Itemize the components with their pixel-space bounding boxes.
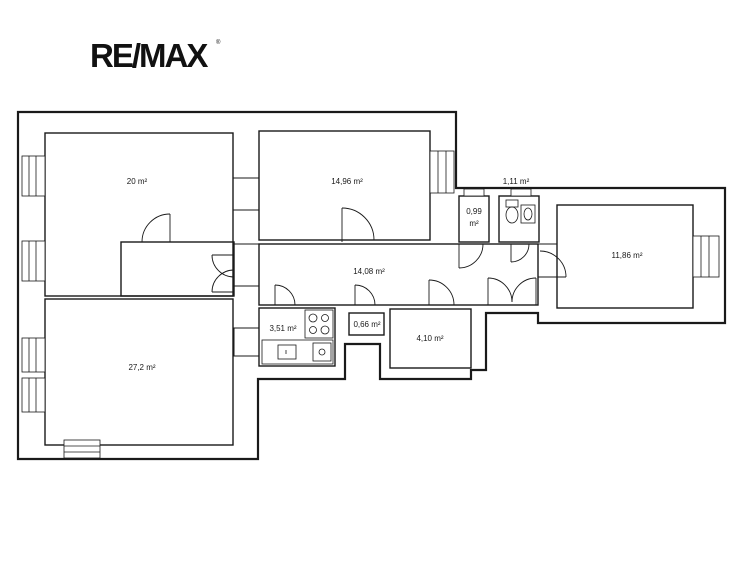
- door-hall-end: [487, 277, 537, 305]
- door-corridor: [211, 254, 235, 293]
- window-left-1: [21, 155, 46, 197]
- opening-hall-d: [537, 243, 558, 278]
- wc-small-area-value: 0,99: [466, 207, 482, 216]
- cooktop: [304, 309, 334, 339]
- window-left-2: [21, 240, 46, 282]
- door-room-d: [539, 250, 567, 278]
- window-room-d: [692, 235, 720, 278]
- room-a-area: 20 m²: [127, 177, 148, 186]
- toilet-small: [505, 199, 519, 224]
- window-left-4: [21, 377, 46, 413]
- door-wc-small: [458, 243, 484, 269]
- fixtures: [261, 199, 536, 365]
- sink-counter: [261, 339, 334, 365]
- door-kitchen: [274, 284, 296, 306]
- door-room-a: [141, 213, 171, 243]
- door-wc: [510, 243, 530, 263]
- room-labels: 20 m² 14,96 m² 14,08 m² 27,2 m² 3,51 m² …: [127, 177, 643, 372]
- remax-logo: RE/MAX ®: [90, 37, 221, 74]
- opening-kitchen: [233, 327, 260, 357]
- doors: [141, 207, 567, 306]
- door-pantry: [354, 284, 376, 306]
- opening-corridor-hall: [233, 243, 260, 287]
- room-b-area: 14,96 m²: [331, 177, 363, 186]
- window-bottom: [63, 439, 101, 459]
- door-room-b: [341, 207, 375, 242]
- window-wc: [510, 188, 532, 197]
- wc-small-area-unit: m²: [469, 219, 479, 228]
- logo-registered-mark: ®: [216, 39, 221, 46]
- pantry-outline: [348, 312, 385, 336]
- window-room-b: [429, 150, 455, 194]
- window-left-3: [21, 337, 46, 373]
- washbasin-wc: [520, 204, 536, 224]
- hall-area: 14,08 m²: [353, 267, 385, 276]
- room-c-area: 27,2 m²: [128, 363, 155, 372]
- opening-a-b: [232, 177, 260, 211]
- pantry-area: 0,66 m²: [353, 320, 380, 329]
- bath-area: 4,10 m²: [416, 334, 443, 343]
- bath-outline: [389, 308, 472, 369]
- hall-outline: [258, 243, 539, 306]
- door-bath: [428, 279, 455, 306]
- room-d-area: 11,86 m²: [612, 251, 643, 260]
- windows: [21, 150, 720, 459]
- room-a-outline: [44, 132, 234, 297]
- outer-wall: [16, 110, 727, 461]
- kitchen-area: 3,51 m²: [269, 324, 296, 333]
- room-c-outline: [44, 298, 234, 446]
- wc-area: 1,11 m²: [503, 177, 530, 186]
- logo-text: RE/MAX: [90, 37, 208, 74]
- window-wc-small: [463, 188, 485, 197]
